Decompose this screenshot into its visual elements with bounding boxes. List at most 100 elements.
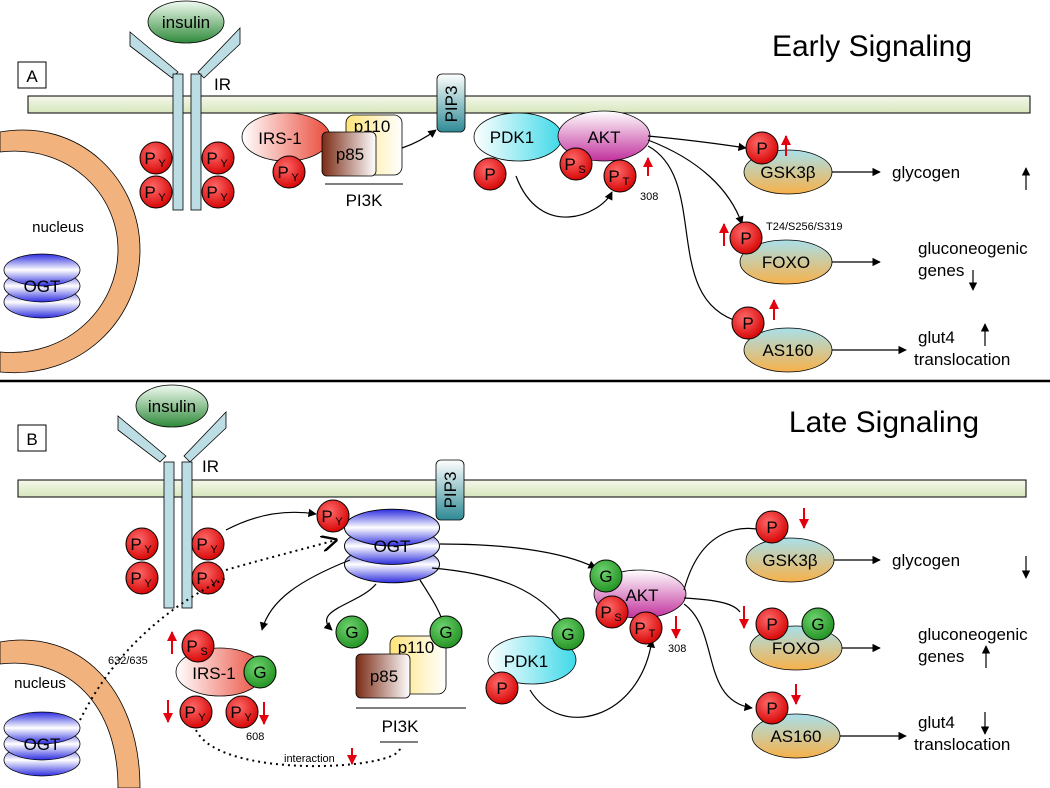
akt-label-a: AKT	[587, 128, 620, 147]
foxo-glcnac-b	[801, 607, 835, 641]
translocation-label-a: translocation	[914, 350, 1010, 369]
panel-a-box	[17, 61, 47, 89]
panel-b-letter: B	[26, 430, 37, 449]
foxo-p-a	[729, 221, 763, 255]
pi3k-label-b: PI3K	[382, 717, 420, 736]
akt-pt-b	[629, 611, 663, 645]
gsk3b-label-a: GSK3β	[760, 163, 815, 182]
p85-a	[321, 131, 377, 177]
receptor-arm-right-a	[197, 27, 241, 79]
gsk3b-p-b	[755, 510, 789, 544]
receptor-chain-right-b	[181, 461, 193, 609]
ogt-label-a: OGT	[24, 277, 61, 296]
p110-glcnac-b	[429, 615, 463, 649]
insulin-b	[135, 384, 209, 428]
p110-label-a: p110	[354, 117, 391, 136]
ogt-to-p85-arrow	[323, 583, 377, 631]
ogt-nuclear-label-b: OGT	[24, 735, 61, 754]
plasma-membrane-a	[27, 95, 1031, 114]
irs1-pi3k-interaction-link	[195, 729, 401, 768]
irs1-glcnac-b	[243, 655, 277, 689]
pdk1-to-akt-arrow-b	[529, 639, 656, 718]
gsk3b-label-b: GSK3β	[762, 551, 817, 570]
foxo-sites-a: T24/S256/S319	[766, 221, 842, 233]
pip3-a	[436, 73, 466, 133]
pdk1-label-b: PDK1	[504, 652, 548, 671]
pdk1-p-a	[473, 157, 507, 191]
receptor-chain-left-b	[163, 461, 175, 609]
panel-a-title: Early Signaling	[772, 30, 972, 63]
panel-b-title: Late Signaling	[789, 406, 979, 439]
akt-to-as160-arrow-a	[647, 145, 741, 325]
gluconeogenic-label-a: gluconeogenic	[918, 239, 1028, 258]
nucleus-label-a: nucleus	[32, 219, 84, 236]
akt-ps-a	[559, 147, 593, 181]
pdk1-glcnac-b	[551, 617, 585, 651]
panel-b-box	[17, 424, 47, 452]
pdk1-label-a: PDK1	[490, 128, 534, 147]
genes-label-b: genes	[918, 647, 964, 666]
akt-glcnac-b	[589, 559, 623, 593]
akt-pt-a	[603, 159, 637, 193]
glut4-label-b: glut4	[918, 713, 955, 732]
ogt-to-pdk1-arrow	[431, 567, 567, 629]
ogt-py-b	[316, 499, 350, 533]
site-608-b: 608	[246, 731, 264, 743]
pdk1-p-b	[485, 671, 519, 705]
as160-label-b: AS160	[770, 727, 821, 746]
nucleus-label-b: nucleus	[14, 675, 66, 692]
plasma-membrane-b	[17, 479, 1027, 498]
receptor-py-a2	[139, 175, 173, 209]
genes-label-a: genes	[918, 261, 964, 280]
receptor-label-a: IR	[214, 75, 231, 94]
site-308-a: 308	[640, 191, 658, 203]
receptor-py-b2	[125, 561, 159, 595]
gsk3b-p-a	[745, 131, 779, 165]
receptor-py-b3	[191, 527, 225, 561]
ogt-label-b: OGT	[374, 537, 411, 556]
p85-label-a: p85	[336, 145, 364, 164]
as160-p-a	[731, 306, 765, 340]
ogt-receptor-dotted-link	[225, 540, 336, 571]
ogt-to-irs1-arrow	[259, 559, 351, 631]
pdk1-b	[487, 635, 577, 685]
pi3k-to-pip3-arrow	[401, 129, 437, 149]
glycogen-label-b: glycogen	[892, 551, 960, 570]
glut4-label-a: glut4	[918, 328, 955, 347]
receptor-arm-left-a	[129, 31, 179, 79]
irs1-ps-b	[181, 629, 215, 663]
receptor-py-a3	[201, 141, 235, 175]
panel-early-signaling: A Early Signaling nucleus OGT insulin IR…	[0, 0, 1031, 374]
ogt-to-akt-arrow	[439, 543, 597, 569]
site-308-b: 308	[668, 643, 686, 655]
pip3-label-a: PIP3	[442, 86, 461, 123]
irs1-py-b2	[225, 695, 259, 729]
irs1-label-a: IRS-1	[258, 129, 301, 148]
nucleus-membrane-a	[0, 129, 141, 374]
nucleus-membrane-b	[0, 639, 141, 788]
receptor-py-a4	[201, 175, 235, 209]
akt-to-gsk-arrow-a	[647, 135, 747, 152]
p85-glcnac-b	[335, 615, 369, 649]
receptor-chain-left-a	[172, 73, 184, 211]
foxo-label-b: FOXO	[772, 639, 820, 658]
receptor-py-a1	[139, 141, 173, 175]
receptor-py-b4	[191, 561, 225, 595]
receptor-to-ogt-arrow	[225, 508, 317, 531]
pip3-label-b: PIP3	[441, 472, 460, 509]
p85-label-b: p85	[370, 667, 398, 686]
translocation-label-b: translocation	[914, 735, 1010, 754]
receptor-arm-left-b	[117, 415, 167, 463]
panel-a-letter: A	[26, 67, 38, 86]
pi3k-label-a: PI3K	[346, 191, 384, 210]
receptor-chain-right-a	[190, 73, 202, 211]
pip3-b	[435, 459, 465, 521]
irs1-label-b: IRS-1	[192, 664, 235, 683]
as160-label-a: AS160	[762, 341, 813, 360]
akt-to-foxo-line-b	[683, 597, 741, 613]
site-632-b: 632/635	[108, 655, 148, 667]
irs1-py-b1	[179, 695, 213, 729]
receptor-py-b1	[125, 527, 159, 561]
akt-to-as160-arrow-b	[683, 603, 753, 711]
